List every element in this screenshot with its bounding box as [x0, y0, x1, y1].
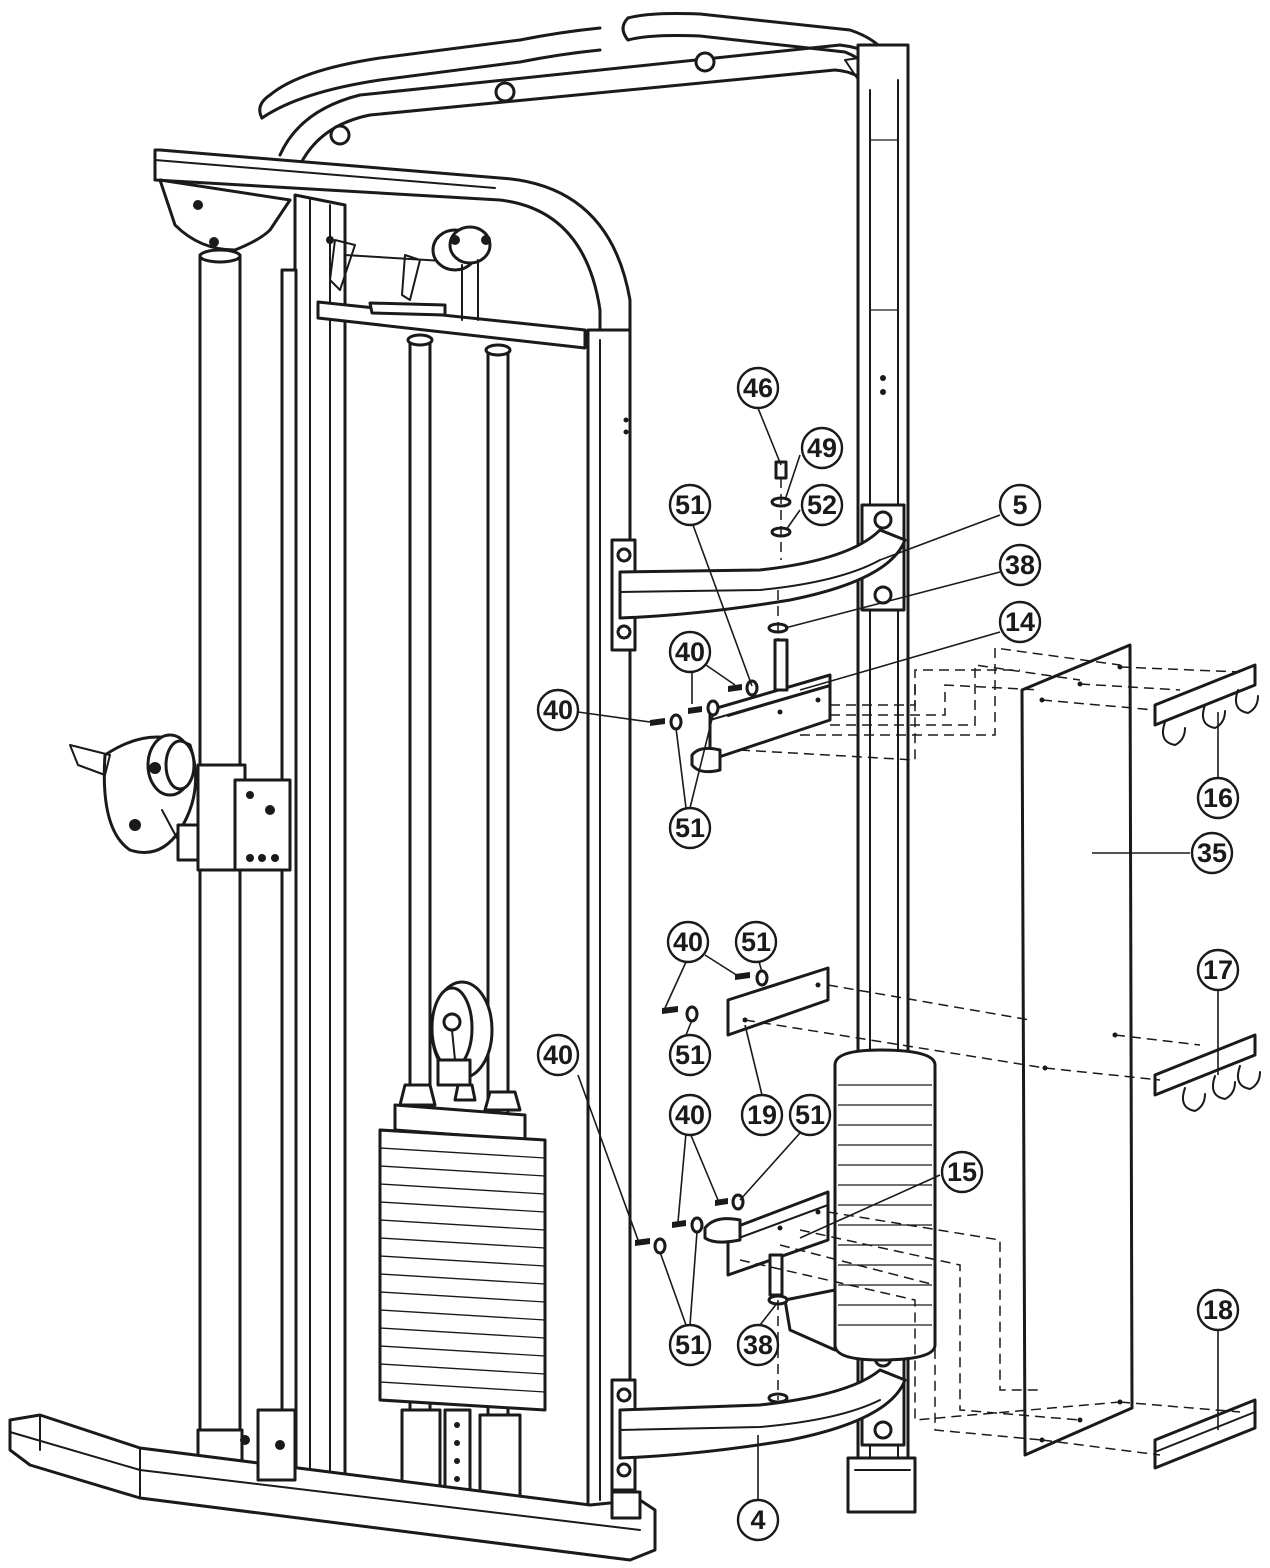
callout-40: 40	[666, 920, 710, 964]
callout-52: 52	[800, 483, 844, 527]
callout-40: 40	[536, 688, 580, 732]
svg-text:15: 15	[947, 1157, 977, 1187]
adjustable-pulley	[69, 733, 200, 862]
callout-14: 14	[998, 600, 1042, 644]
callout-leader-lines	[577, 407, 1219, 1500]
svg-text:38: 38	[743, 1330, 773, 1360]
svg-text:40: 40	[543, 1040, 573, 1070]
callout-17: 17	[1196, 948, 1240, 992]
callout-49: 49	[800, 426, 844, 470]
callouts: 46 49 52 51 5 38 14 40 40 51 16 35 40 51…	[536, 366, 1240, 1542]
callout-51: 51	[788, 1093, 832, 1137]
svg-text:40: 40	[543, 695, 573, 725]
callout-46: 46	[736, 366, 780, 410]
callout-15: 15	[940, 1150, 984, 1194]
callout-51: 51	[668, 1323, 712, 1367]
svg-text:51: 51	[675, 1330, 705, 1360]
svg-text:17: 17	[1203, 955, 1233, 985]
svg-text:51: 51	[741, 927, 771, 957]
svg-text:40: 40	[673, 927, 703, 957]
svg-text:35: 35	[1197, 838, 1227, 868]
part-5-upper-curved-bar	[610, 528, 907, 652]
callout-38: 38	[736, 1323, 780, 1367]
svg-text:49: 49	[807, 433, 837, 463]
svg-text:19: 19	[747, 1100, 777, 1130]
callout-19: 19	[740, 1093, 784, 1137]
part-35-back-panel	[1020, 643, 1134, 1457]
callout-51: 51	[668, 1033, 712, 1077]
part-16-hook-bar	[1153, 663, 1259, 746]
callout-51: 51	[668, 483, 712, 527]
top-handle-frame	[258, 12, 897, 167]
svg-text:40: 40	[675, 1100, 705, 1130]
part-17-hook-bar	[1153, 1033, 1261, 1112]
svg-text:51: 51	[795, 1100, 825, 1130]
svg-text:40: 40	[675, 637, 705, 667]
callout-51: 51	[668, 806, 712, 850]
part-15-bracket	[703, 1190, 830, 1297]
svg-text:46: 46	[743, 373, 773, 403]
svg-text:18: 18	[1203, 1295, 1233, 1325]
callout-40: 40	[668, 630, 712, 674]
svg-text:51: 51	[675, 813, 705, 843]
part-18-bar	[1153, 1398, 1257, 1470]
svg-text:52: 52	[807, 490, 837, 520]
callout-38: 38	[998, 543, 1042, 587]
svg-text:4: 4	[750, 1505, 765, 1535]
svg-text:16: 16	[1203, 783, 1233, 813]
callout-16: 16	[1196, 776, 1240, 820]
svg-text:14: 14	[1005, 607, 1035, 637]
svg-text:51: 51	[675, 490, 705, 520]
part-14-bracket	[690, 638, 832, 774]
callout-51: 51	[734, 920, 778, 964]
callout-5: 5	[998, 483, 1042, 527]
svg-text:5: 5	[1012, 490, 1027, 520]
callout-18: 18	[1196, 1288, 1240, 1332]
svg-text:51: 51	[675, 1040, 705, 1070]
part-4-lower-curved-bar	[610, 1368, 907, 1492]
svg-text:38: 38	[1005, 550, 1035, 580]
callout-40: 40	[668, 1093, 712, 1137]
callout-35: 35	[1190, 831, 1234, 875]
weight-stack	[378, 1128, 547, 1412]
assembly-dashed-lines	[739, 478, 1241, 1456]
left-main-frame	[8, 148, 657, 1562]
callout-40: 40	[536, 1033, 580, 1077]
callout-4: 4	[736, 1498, 780, 1542]
